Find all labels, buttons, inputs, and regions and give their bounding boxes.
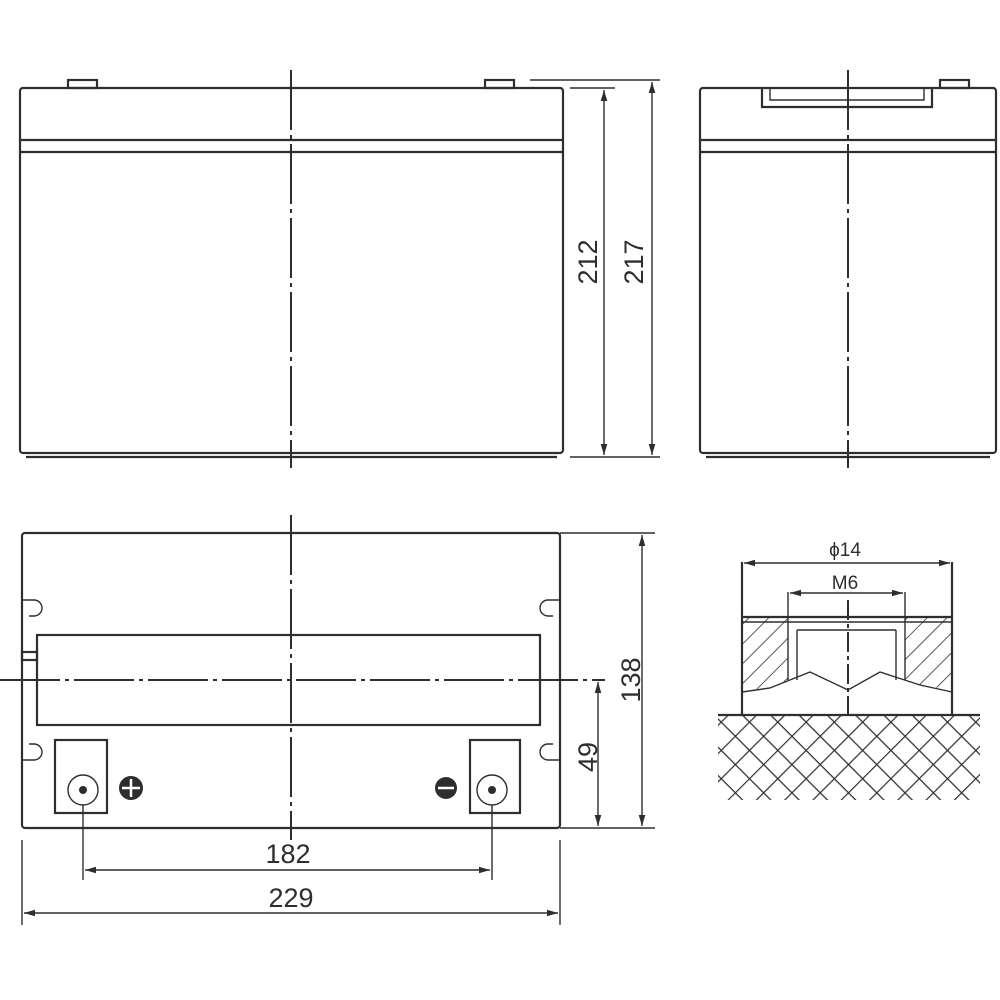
- dim-229: 229: [268, 883, 313, 913]
- front-view: [18, 70, 565, 468]
- dim-phi14: ϕ14: [829, 540, 861, 561]
- plus-terminal-icon: [119, 776, 143, 800]
- dim-217: 217: [619, 239, 649, 284]
- dim-m6: M6: [832, 573, 858, 594]
- height-dimensions: 212 217: [530, 79, 660, 458]
- dim-49: 49: [573, 742, 603, 772]
- dim-182: 182: [265, 839, 310, 869]
- dim-138: 138: [616, 657, 646, 702]
- terminal-detail: ϕ14 M6: [718, 540, 980, 800]
- side-view: [698, 70, 998, 468]
- top-view-dimensions: 138 49 182 229: [21, 532, 655, 925]
- positive-terminal-pad: [53, 738, 109, 815]
- top-view: [0, 515, 605, 840]
- minus-terminal-icon: [435, 777, 457, 799]
- dim-212: 212: [573, 239, 603, 284]
- negative-terminal-pad: [468, 738, 522, 815]
